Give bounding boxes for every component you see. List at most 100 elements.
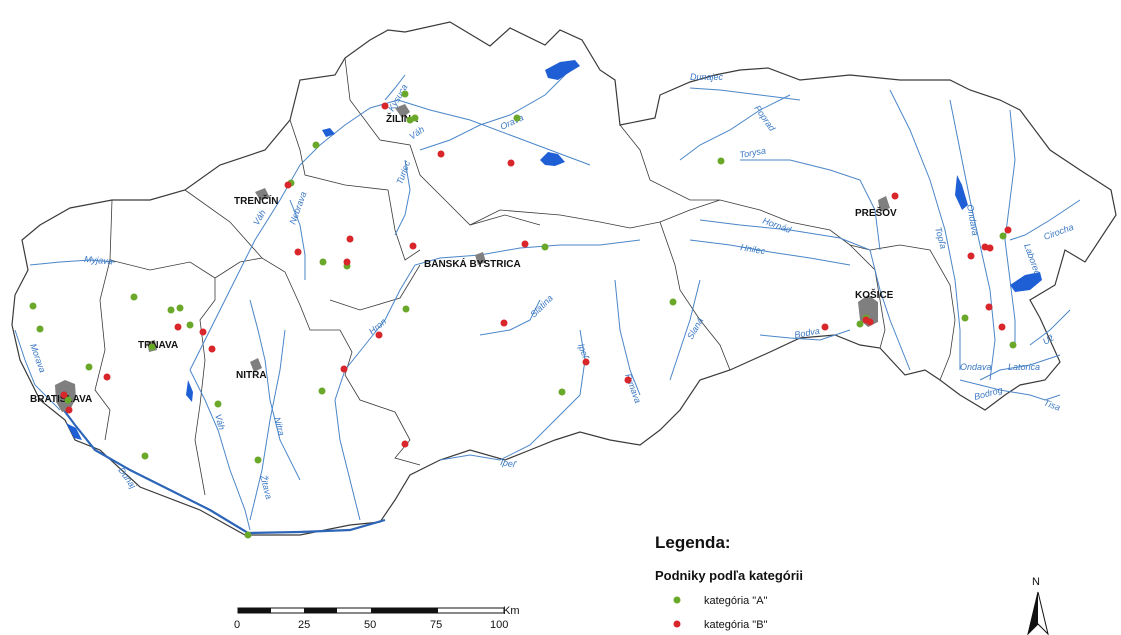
scale-tick-0: 0 <box>234 619 240 631</box>
markers-category-a <box>29 90 1017 539</box>
river-laborec <box>1004 109 1016 345</box>
rivers <box>14 74 1081 535</box>
river-zitava <box>249 329 286 521</box>
facility-marker-b <box>891 192 899 200</box>
facility-marker-b <box>199 328 207 336</box>
facility-marker-b <box>294 248 302 256</box>
city-label-trencin: TRENČÍN <box>234 194 278 207</box>
city-area-banska-bystrica <box>475 252 486 265</box>
facility-marker-a <box>961 314 969 322</box>
river-label: Váh <box>213 413 227 431</box>
river-torysa <box>740 159 881 251</box>
regional-borders <box>94 57 956 496</box>
river-tisa <box>1029 394 1061 401</box>
lake-liptovska-mara <box>540 152 565 166</box>
river-nebrava <box>289 199 306 280</box>
facility-marker-b <box>437 150 445 158</box>
river-slana <box>669 279 701 381</box>
lake-zemplinska-sirava <box>1010 272 1042 292</box>
river-uz <box>1029 309 1071 346</box>
legend-marker-b <box>673 620 681 628</box>
legend: Legenda: Podniky podľa kategórii kategór… <box>655 533 803 631</box>
river-label: Už <box>1041 332 1056 346</box>
facility-marker-b <box>65 406 73 414</box>
facility-marker-b <box>60 391 68 399</box>
city-area-trencin <box>255 188 270 200</box>
city-area-nitra <box>250 358 262 372</box>
scale-unit: Km <box>503 605 520 617</box>
facility-marker-a <box>85 363 93 371</box>
facility-marker-b <box>409 242 417 250</box>
river-label: Tisa <box>1042 397 1061 412</box>
river-bodrog <box>959 379 1031 396</box>
facility-marker-a <box>318 387 326 395</box>
river-topla <box>889 89 961 370</box>
facility-marker-b <box>582 358 590 366</box>
river-kysuca <box>384 74 406 101</box>
facility-marker-a <box>669 298 677 306</box>
facility-marker-a <box>717 157 725 165</box>
river-ondava <box>949 99 996 381</box>
river-label: Dunajec <box>690 72 724 82</box>
river-turiec <box>394 159 411 236</box>
river-vah-upper <box>397 99 591 166</box>
facility-marker-a <box>856 320 864 328</box>
lake-vah-middle <box>322 128 335 137</box>
facility-marker-b <box>284 181 292 189</box>
facility-marker-b <box>821 323 829 331</box>
facility-marker-b <box>401 440 409 448</box>
scale-tick-50: 50 <box>364 619 376 631</box>
river-latorica <box>979 354 1061 381</box>
facility-marker-b <box>381 102 389 110</box>
river-label: Latorica <box>1008 362 1040 372</box>
facility-marker-b <box>985 303 993 311</box>
legend-item-a: kategória "A" <box>704 595 768 607</box>
river-hornad <box>699 219 911 371</box>
legend-title: Legenda: <box>655 533 731 552</box>
river-nitra <box>249 299 301 481</box>
river-label: Torysa <box>739 145 767 159</box>
facility-marker-a <box>319 258 327 266</box>
facility-marker-b <box>103 373 111 381</box>
facility-marker-a <box>254 456 262 464</box>
river-label: Bodva <box>794 326 821 340</box>
facility-marker-b <box>343 258 351 266</box>
north-label: N <box>1032 576 1040 588</box>
facility-marker-a <box>401 90 409 98</box>
river-ipel <box>439 329 586 461</box>
facility-marker-a <box>176 304 184 312</box>
river-dunaj <box>59 404 386 535</box>
facility-marker-a <box>411 114 419 122</box>
lake-vah-lower <box>186 380 193 402</box>
river-bodva <box>759 329 851 341</box>
lake-domasa <box>955 175 968 210</box>
scale-tick-75: 75 <box>430 619 442 631</box>
city-area-zilina <box>395 104 410 118</box>
river-label: Nitra <box>272 416 287 437</box>
facility-marker-a <box>141 452 149 460</box>
river-myjava <box>29 259 116 266</box>
river-hnilec <box>689 239 851 266</box>
scale-tick-25: 25 <box>298 619 310 631</box>
facility-marker-b <box>998 323 1006 331</box>
river-orava <box>419 74 566 151</box>
river-morava <box>14 329 61 411</box>
city-label-trnava: TRNAVA <box>138 340 178 351</box>
facility-marker-a <box>1009 341 1017 349</box>
river-cirocha <box>1009 199 1081 241</box>
city-area-presov <box>878 196 890 212</box>
facility-marker-b <box>174 323 182 331</box>
country-border <box>11 21 1117 536</box>
north-arrow: N <box>1027 576 1049 635</box>
legend-subtitle: Podniky podľa kategórii <box>655 568 803 583</box>
facility-marker-b <box>967 252 975 260</box>
facility-marker-b <box>346 235 354 243</box>
facility-marker-a <box>312 141 320 149</box>
facility-marker-a <box>513 114 521 122</box>
river-poprad <box>679 94 791 161</box>
river-label: Myjava <box>84 254 113 266</box>
city-label-banska-bystrica: BANSKÁ BYSTRICA <box>424 257 521 270</box>
facility-marker-b <box>340 365 348 373</box>
facility-marker-a <box>999 232 1007 240</box>
facility-marker-a <box>402 305 410 313</box>
